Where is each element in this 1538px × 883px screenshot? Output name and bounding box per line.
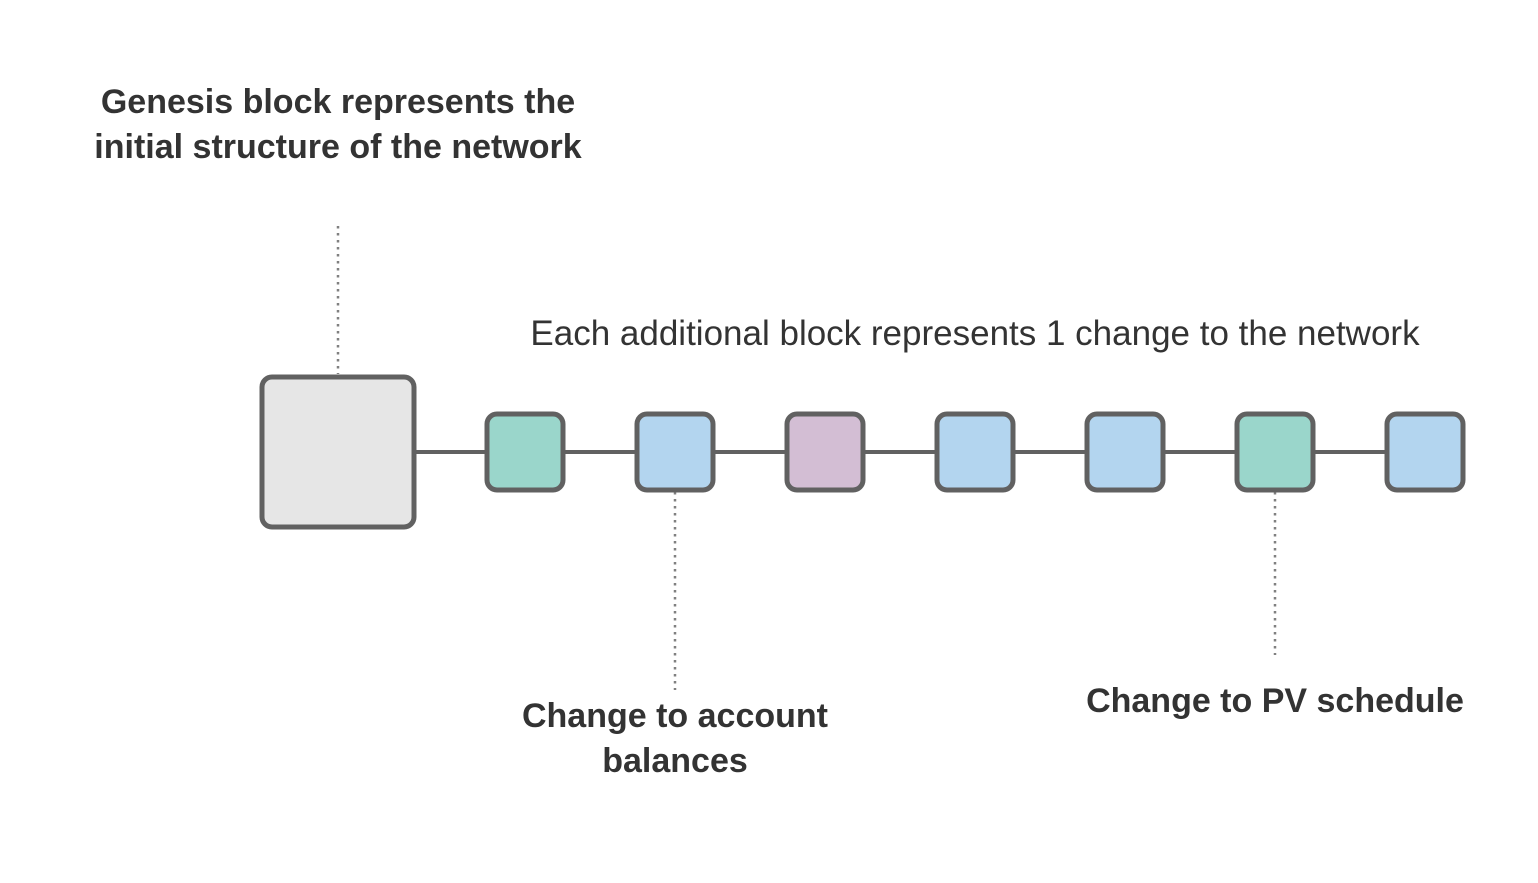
pv-schedule-label: Change to PV schedule: [1086, 682, 1464, 720]
leader-lines: [336, 226, 1277, 690]
block-6: [1234, 411, 1316, 493]
block-7: [1384, 411, 1466, 493]
genesis-block: [259, 374, 417, 530]
block-1: [484, 411, 566, 493]
block-2: [634, 411, 716, 493]
blocks: [259, 374, 1466, 530]
block-3: [784, 411, 866, 493]
additional-block-label: Each additional block represents 1 chang…: [530, 314, 1420, 353]
account-balances-label: Change to account balances: [521, 697, 829, 780]
genesis-label: Genesis block represents the initial str…: [94, 83, 582, 166]
block-5: [1084, 411, 1166, 493]
block-4: [934, 411, 1016, 493]
